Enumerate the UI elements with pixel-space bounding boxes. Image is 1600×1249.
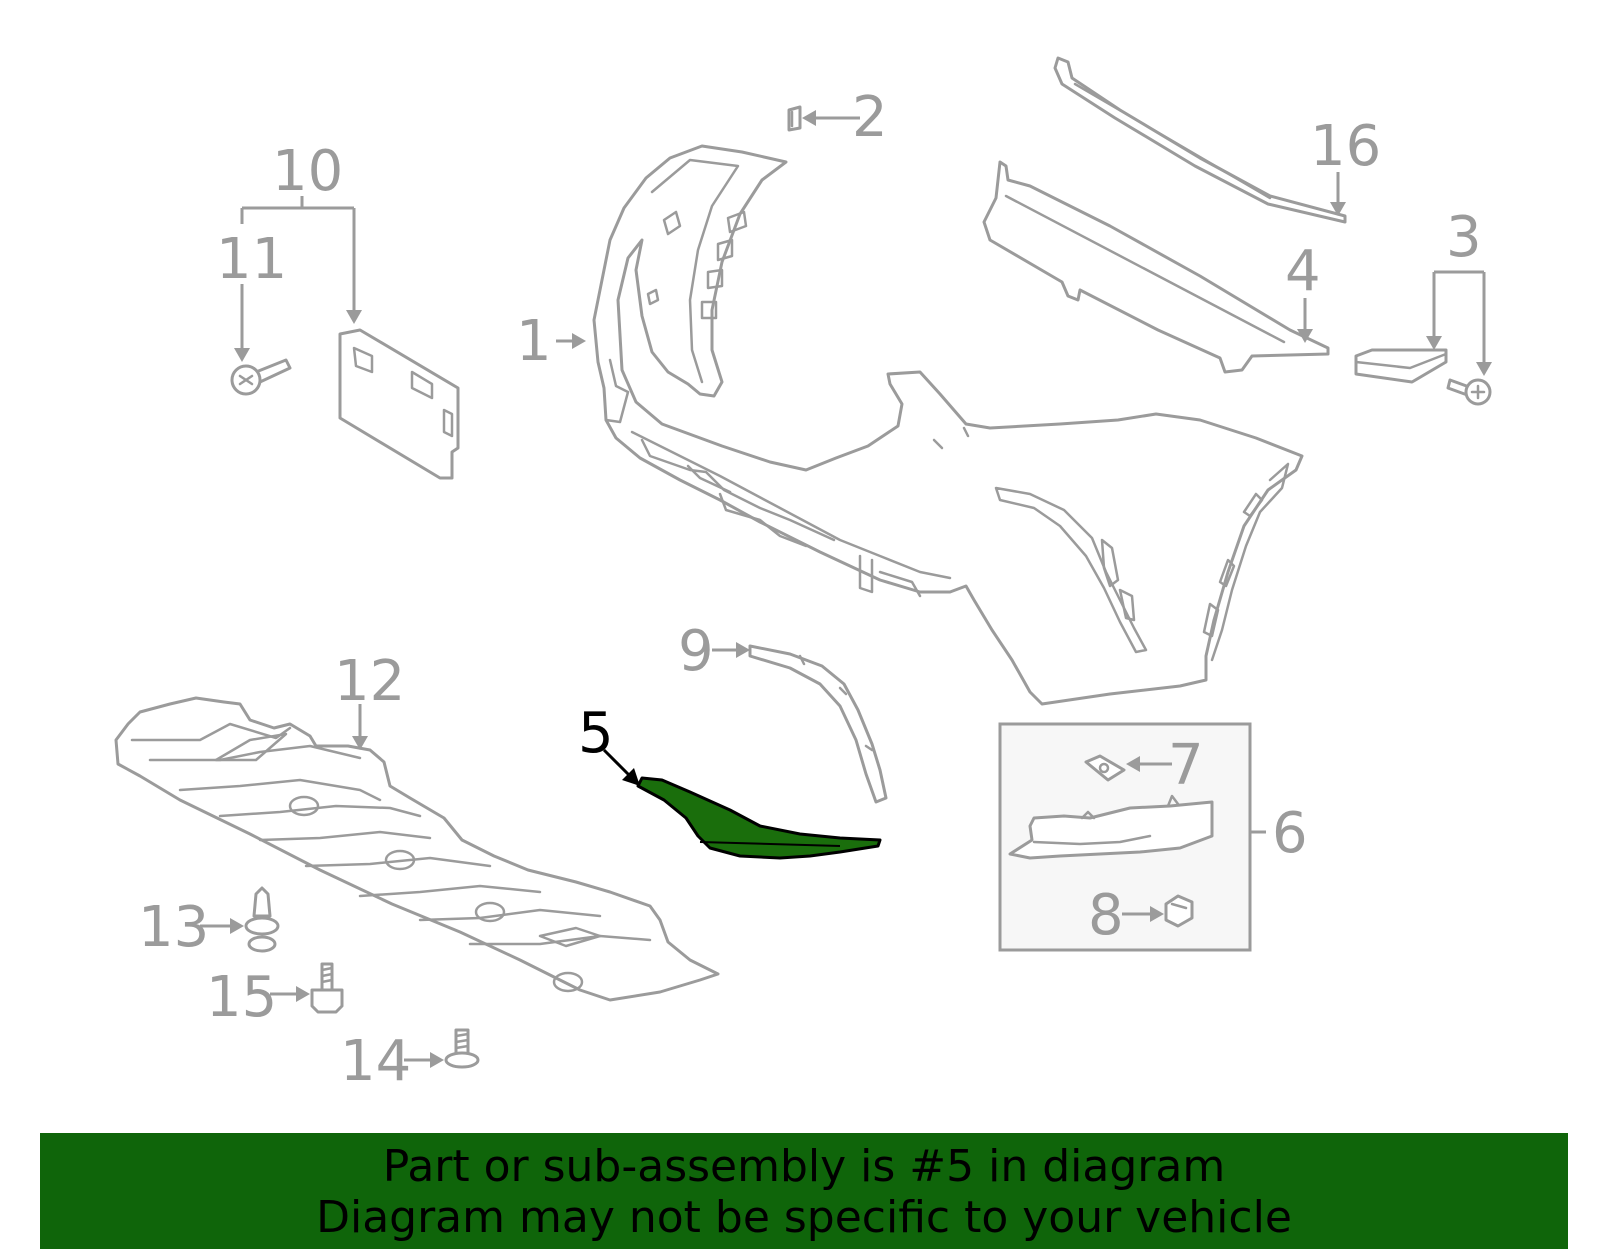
part-15-bolt [310, 962, 344, 1014]
callout-8: 8 [1088, 883, 1124, 948]
leader-15 [270, 986, 310, 1002]
part-4-reinforcement [982, 160, 1330, 374]
callout-12: 12 [334, 649, 405, 714]
part-14-screw [444, 1028, 480, 1069]
leader-4 [1297, 298, 1313, 343]
part-9-arch-molding [748, 644, 888, 804]
leader-10 [240, 196, 362, 324]
part-3-screw [1446, 378, 1492, 406]
footer-line-1: Part or sub-assembly is #5 in diagram [382, 1141, 1226, 1192]
leader-12 [352, 704, 368, 750]
callout-15: 15 [206, 965, 277, 1030]
part-11-bolt [230, 358, 292, 396]
part-6-lamp-bezel [1008, 794, 1214, 860]
part-13-push-clip [244, 886, 280, 953]
part-1-bumper-cover [592, 144, 1304, 706]
part-16-molding [1053, 56, 1347, 224]
callout-13: 13 [138, 895, 209, 960]
callout-1: 1 [516, 309, 552, 374]
part-5-extension-highlighted [636, 776, 882, 860]
leader-11 [234, 284, 250, 362]
part-7-clip [1084, 754, 1126, 782]
leader-3 [1426, 270, 1492, 376]
callout-9: 9 [678, 619, 714, 684]
callout-6: 6 [1272, 801, 1308, 866]
leader-16 [1330, 172, 1346, 216]
callout-16: 16 [1310, 114, 1381, 179]
leader-8 [1122, 906, 1164, 922]
callout-3: 3 [1446, 205, 1482, 270]
part-12-under-cover [114, 696, 720, 1002]
leader-14 [404, 1052, 444, 1068]
part-8-nut [1164, 894, 1194, 928]
leader-2 [802, 110, 860, 126]
callout-14: 14 [340, 1029, 411, 1094]
part-2-clip [787, 105, 802, 132]
footer-line-2: Diagram may not be specific to your vehi… [316, 1192, 1292, 1243]
callout-11: 11 [216, 227, 287, 292]
leader-13 [200, 918, 244, 934]
callout-4: 4 [1285, 239, 1321, 304]
leader-9 [712, 642, 750, 658]
callout-2: 2 [852, 85, 888, 150]
part-10-license-bracket [338, 328, 460, 480]
leader-5 [602, 748, 640, 786]
callout-10: 10 [272, 139, 343, 204]
footer-banner: Part or sub-assembly is #5 in diagram Di… [40, 1133, 1568, 1249]
leader-1 [556, 333, 586, 349]
part-3-bracket [1354, 348, 1448, 384]
leader-7 [1126, 756, 1172, 772]
callout-5: 5 [578, 701, 614, 766]
callout-7: 7 [1168, 733, 1204, 798]
